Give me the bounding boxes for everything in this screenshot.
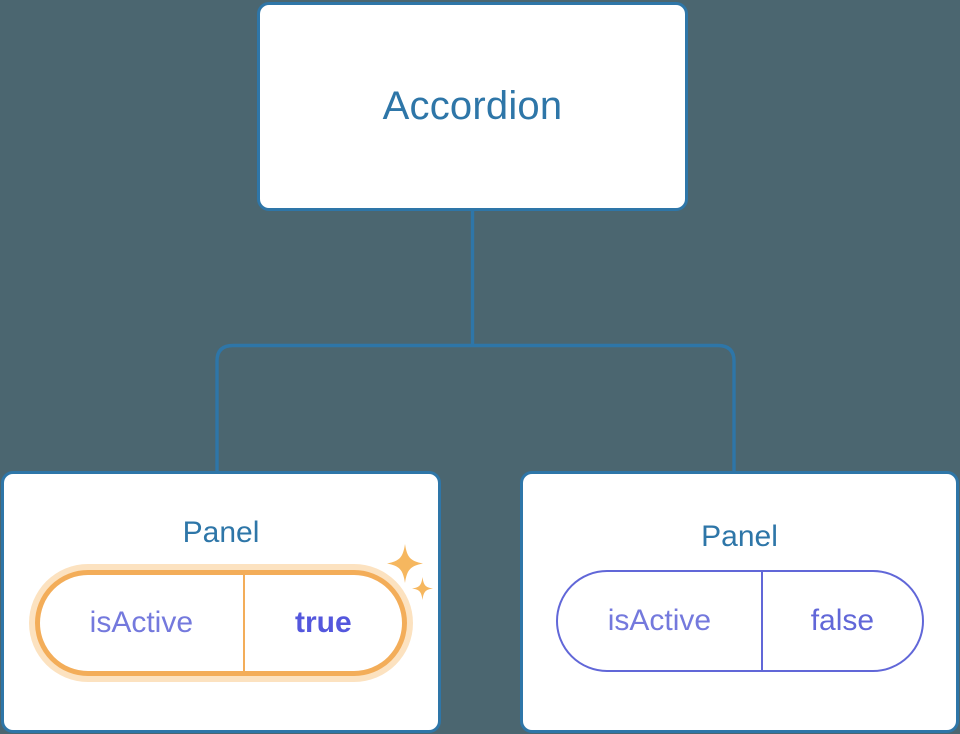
prop-pill-isactive-true[interactable]: isActive true (35, 570, 407, 676)
node-panel-active[interactable]: Panel isActive true (1, 471, 441, 733)
prop-pill-wrap-inactive: isActive false (555, 570, 924, 672)
prop-key-label: isActive (607, 604, 712, 637)
node-panel-inactive[interactable]: Panel isActive false (520, 471, 959, 733)
node-accordion-label: Accordion (382, 84, 563, 128)
prop-key-label: isActive (89, 606, 194, 639)
connector-bus (215, 343, 736, 471)
node-panel-active-label: Panel (182, 516, 260, 549)
prop-pill-isactive-false[interactable]: isActive false (555, 570, 924, 672)
prop-value-label: false (761, 572, 921, 670)
node-accordion[interactable]: Accordion (257, 2, 688, 211)
prop-pill-wrap-active: isActive true (35, 570, 407, 676)
prop-value-label: true (242, 575, 402, 671)
node-panel-inactive-label: Panel (701, 520, 778, 553)
